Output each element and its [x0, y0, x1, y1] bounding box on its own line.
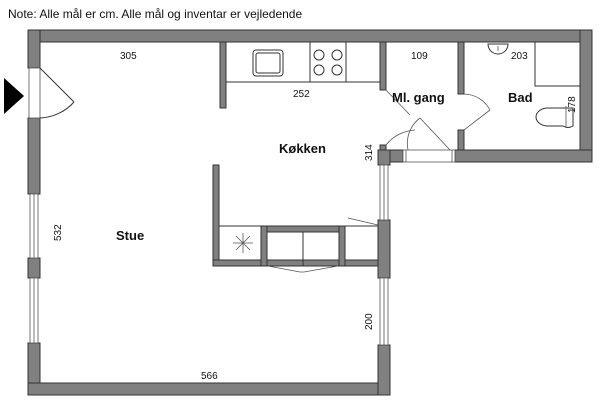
lower-units	[218, 217, 379, 273]
toilet-icon	[535, 107, 574, 128]
room-label-hallway: Ml. gang	[392, 90, 445, 105]
dim-200: 200	[364, 313, 375, 330]
room-label-kitchen: Køkken	[279, 141, 326, 156]
disclaimer-note: Note: Alle mål er cm. Alle mål og invent…	[8, 7, 303, 21]
dim-305: 305	[120, 51, 137, 62]
windows	[29, 149, 456, 346]
dim-314: 314	[364, 144, 375, 161]
dim-178: 178	[567, 96, 578, 113]
dim-203: 203	[511, 51, 528, 62]
dim-109: 109	[411, 51, 428, 62]
dim-566: 566	[201, 371, 218, 382]
interior-walls	[212, 41, 465, 267]
dim-532: 532	[53, 224, 64, 241]
doors	[28, 67, 491, 151]
sink-icon	[252, 49, 284, 77]
room-label-bath: Bad	[508, 90, 533, 105]
stove-icon	[309, 41, 347, 83]
washbasin-icon	[487, 43, 509, 55]
entrance-arrow-icon	[4, 78, 24, 114]
bathroom-fixtures	[487, 41, 581, 128]
fan-icon	[233, 233, 253, 253]
shower-icon	[534, 41, 581, 87]
kitchen-counter	[225, 41, 381, 83]
room-label-living: Stue	[116, 228, 144, 243]
dim-252: 252	[293, 89, 310, 100]
outer-walls	[27, 29, 593, 396]
